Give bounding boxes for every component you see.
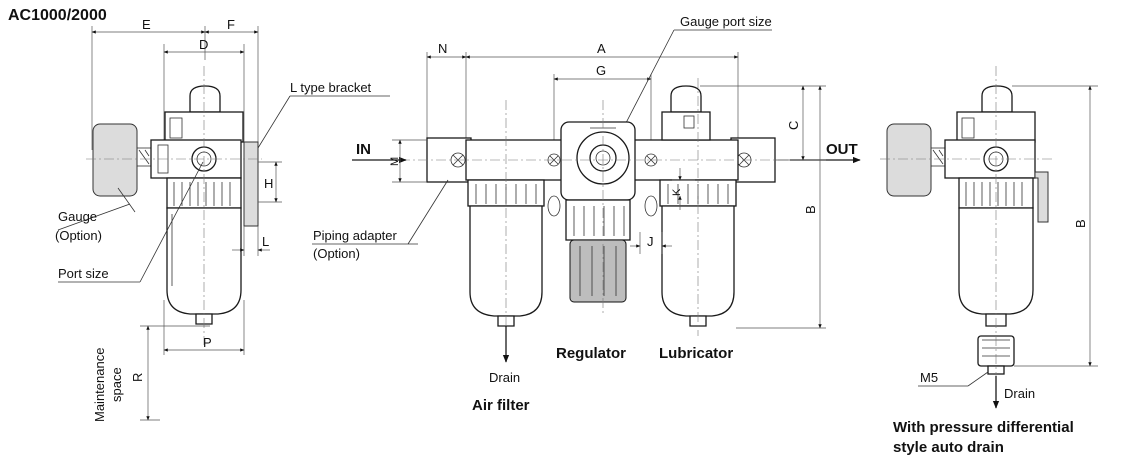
drain-label-center: Drain: [489, 370, 520, 385]
gauge-body-right: [886, 123, 932, 197]
lubricator-upper: [661, 111, 711, 141]
dim-b-right: B: [1073, 219, 1088, 228]
gauge-port-size-label: Gauge port size: [680, 14, 772, 29]
l-type-bracket-shape: [243, 141, 259, 227]
dim-n: N: [438, 41, 447, 56]
caption-regulator: Regulator: [556, 345, 626, 362]
piping-adapter-label: Piping adapter: [313, 228, 398, 243]
m5-label: M5: [920, 370, 938, 385]
out-label: OUT: [826, 141, 858, 158]
dim-m: M: [389, 157, 401, 166]
dim-h: H: [264, 176, 273, 191]
gauge-body: [92, 123, 138, 197]
dim-b-center: B: [803, 205, 818, 214]
maintenance-space-label-2: space: [109, 367, 124, 402]
right-auto-drain-view: B M5 Drain With pressure differential st…: [880, 66, 1098, 456]
dim-p: P: [203, 335, 212, 350]
dim-e: E: [142, 17, 151, 32]
left-side-view: E F D: [55, 17, 390, 422]
caption-auto-drain-2: style auto drain: [893, 439, 1004, 456]
in-label: IN: [356, 141, 371, 158]
l-type-bracket-label: L type bracket: [290, 80, 372, 95]
diagram-title: AC1000/2000: [8, 7, 107, 24]
drain-label-right: Drain: [1004, 386, 1035, 401]
gauge-label: Gauge: [58, 209, 97, 224]
gauge-option-label: (Option): [55, 228, 102, 243]
port-size-label: Port size: [58, 266, 109, 281]
caption-auto-drain-1: With pressure differential: [893, 419, 1074, 436]
dim-k: K: [671, 188, 683, 196]
dim-g: G: [596, 63, 606, 78]
piping-adapter-option-label: (Option): [313, 246, 360, 261]
center-front-view: N A G Gauge port size: [312, 14, 861, 414]
lubricator-cap: [670, 85, 702, 113]
maintenance-space-label-1: Maintenance: [92, 348, 107, 422]
air-filter-bowl: [469, 205, 543, 317]
caption-lubricator: Lubricator: [659, 345, 733, 362]
dim-f: F: [227, 17, 235, 32]
dim-a: A: [597, 41, 606, 56]
caption-air-filter: Air filter: [472, 397, 530, 414]
regulator-knob: [569, 239, 627, 303]
bowl-cap: [189, 85, 221, 113]
dim-d: D: [199, 37, 208, 52]
dim-l: L: [262, 234, 269, 249]
dim-r: R: [130, 373, 145, 382]
dim-j: J: [647, 234, 654, 249]
dim-c: C: [786, 121, 801, 130]
